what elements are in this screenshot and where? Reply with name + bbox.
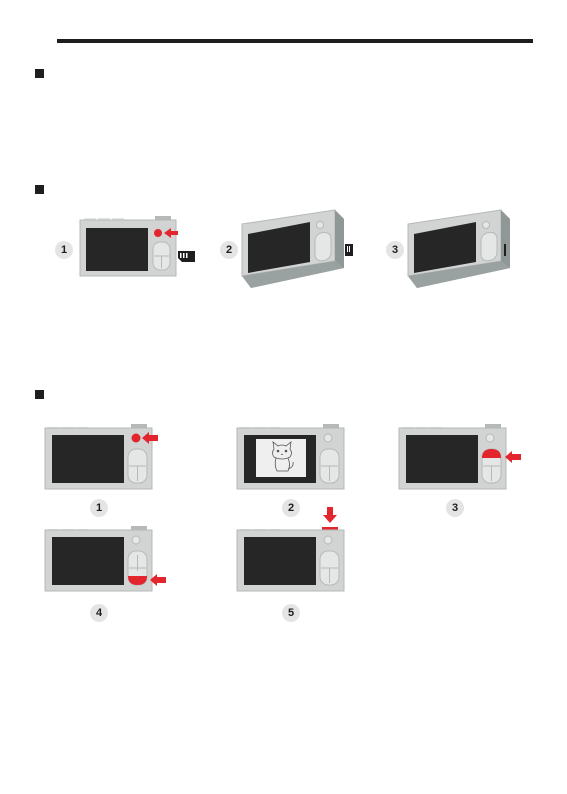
section-3-bullet (35, 390, 44, 399)
camera-dpad-down-illustration (44, 525, 168, 593)
red-arrow-icon (505, 451, 521, 463)
step-number-badge: 2 (220, 241, 238, 259)
step-number-badge: 3 (386, 241, 404, 259)
step-number-badge: 3 (446, 499, 464, 517)
camera-power-on-illustration (44, 423, 162, 491)
step-number-badge: 5 (282, 604, 300, 622)
red-down-arrow-icon (323, 507, 337, 523)
camera-screen-image-illustration (236, 423, 348, 491)
camera-angled-inserted-illustration (408, 210, 518, 290)
step-number-badge: 4 (90, 604, 108, 622)
camera-shutter-press-illustration (236, 505, 348, 593)
step-number-badge: 1 (90, 499, 108, 517)
sd-card-icon (178, 251, 195, 262)
step-number-badge: 1 (55, 241, 73, 259)
header-rule (57, 39, 533, 43)
camera-dpad-up-illustration (398, 423, 522, 491)
camera-front-sdcard-illustration (80, 216, 200, 278)
sd-card-icon (345, 244, 353, 256)
section-1-bullet (35, 69, 44, 78)
power-button-icon (132, 434, 141, 443)
section-2-bullet (35, 185, 44, 194)
camera-angled-inserting-illustration (242, 210, 357, 290)
sd-card-slot-icon (504, 244, 506, 256)
power-button-icon (154, 229, 162, 237)
